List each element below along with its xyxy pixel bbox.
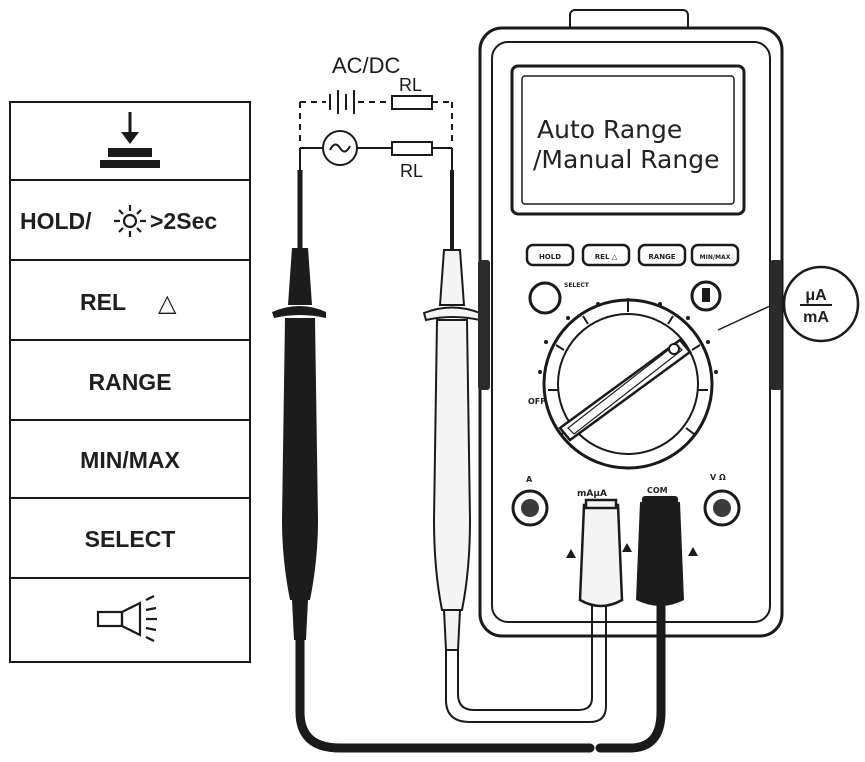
- dial-off-label: OFF: [528, 397, 546, 406]
- flashlight-button-glyph: [702, 288, 710, 302]
- rotary-dial[interactable]: [542, 298, 714, 470]
- warning-triangles: [566, 543, 698, 558]
- ac-circuit-branch: [299, 130, 453, 172]
- dial-pointer: [558, 338, 692, 442]
- white-test-lead: [445, 650, 545, 723]
- black-test-lead: [295, 635, 595, 753]
- rel-button[interactable]: [581, 243, 631, 267]
- white-plug: [578, 498, 624, 608]
- callout-ma-label: mA: [803, 309, 829, 326]
- legend-rel-label: REL: [80, 289, 126, 315]
- legend-hold-label: HOLD/: [20, 208, 92, 234]
- callout-ua-label: μA: [805, 287, 827, 304]
- rl-bottom-label: RL: [400, 161, 423, 181]
- hold-button-label: HOLD: [539, 253, 561, 261]
- function-legend-table: [9, 101, 251, 663]
- power-push-icon: [100, 112, 160, 168]
- hold-button[interactable]: [525, 243, 575, 267]
- terminal-maua-label: mAμA: [577, 489, 607, 499]
- white-plug-lead: [545, 606, 607, 723]
- rel-button-label: REL △: [595, 253, 618, 261]
- range-button[interactable]: [637, 243, 687, 267]
- black-plug-lead: [595, 601, 666, 753]
- terminal-v-ohm[interactable]: [703, 489, 741, 527]
- flashlight-icon: [96, 595, 157, 642]
- white-test-probe: [422, 170, 481, 651]
- current-terminal-callout: [717, 265, 860, 343]
- left-grip: [478, 260, 490, 390]
- legend-rel-delta: △: [158, 289, 177, 317]
- black-test-probe: [272, 170, 326, 640]
- dial-scale-marks: [538, 298, 718, 374]
- display-line-2: /Manual Range: [533, 145, 719, 174]
- acdc-label: AC/DC: [332, 53, 401, 78]
- meter-button-row: [525, 243, 740, 267]
- legend-minmax-label: MIN/MAX: [80, 447, 180, 473]
- legend-hold-suffix: >2Sec: [150, 208, 217, 234]
- black-plug: [636, 496, 684, 606]
- minmax-button[interactable]: [690, 243, 740, 267]
- legend-select-label: SELECT: [85, 526, 176, 552]
- rl-top-label: RL: [399, 75, 422, 95]
- display-line-1: Auto Range: [537, 115, 682, 144]
- terminal-a[interactable]: [511, 489, 549, 527]
- terminal-v-label: V Ω: [710, 473, 726, 482]
- sun-backlight-icon: [114, 205, 146, 237]
- minmax-button-label: MIN/MAX: [700, 254, 731, 261]
- legend-range-label: RANGE: [88, 369, 171, 395]
- select-button[interactable]: [528, 281, 562, 315]
- terminal-com-label: COM: [647, 486, 668, 495]
- select-button-label: SELECT: [564, 282, 590, 289]
- terminal-a-label: A: [526, 475, 533, 484]
- range-button-label: RANGE: [648, 253, 675, 261]
- dc-circuit-branch: [299, 90, 453, 145]
- right-grip: [770, 260, 782, 390]
